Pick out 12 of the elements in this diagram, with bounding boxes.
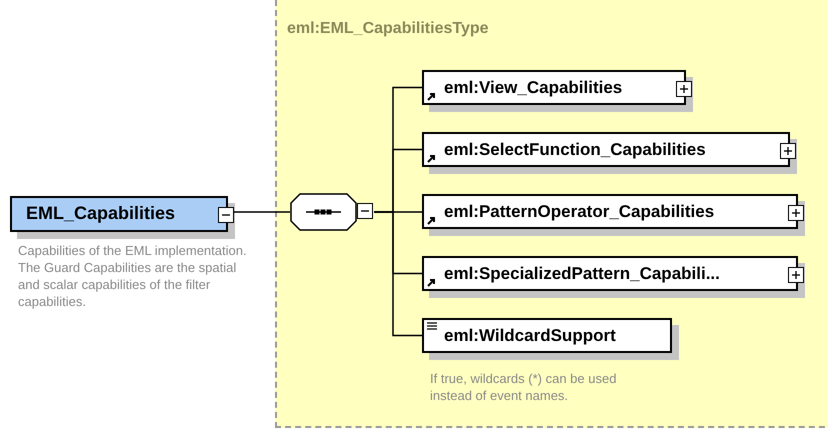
connector-line xyxy=(233,211,290,213)
element-name: eml:WildcardSupport xyxy=(444,326,616,345)
element-name: eml:SelectFunction_Capabilities xyxy=(444,140,706,159)
element-name: eml:PatternOperator_Capabilities xyxy=(444,202,714,221)
annotation-text: Capabilities of the EML implementation. The Guard Capabilities are the spatial and scalar capabilities of the filter capabilities. xyxy=(18,242,248,310)
connector-line xyxy=(374,211,422,336)
element-name: eml:View_Capabilities xyxy=(444,78,622,97)
annotation-text: If true, wildcards (*) can be used instead of event names. xyxy=(430,370,618,404)
element-name: eml:SpecializedPattern_Capabili... xyxy=(444,264,720,283)
type-group-panel xyxy=(275,0,828,428)
element-name: EML_Capabilities xyxy=(26,203,176,223)
type-name: eml:EML_CapabilitiesType xyxy=(287,20,489,38)
